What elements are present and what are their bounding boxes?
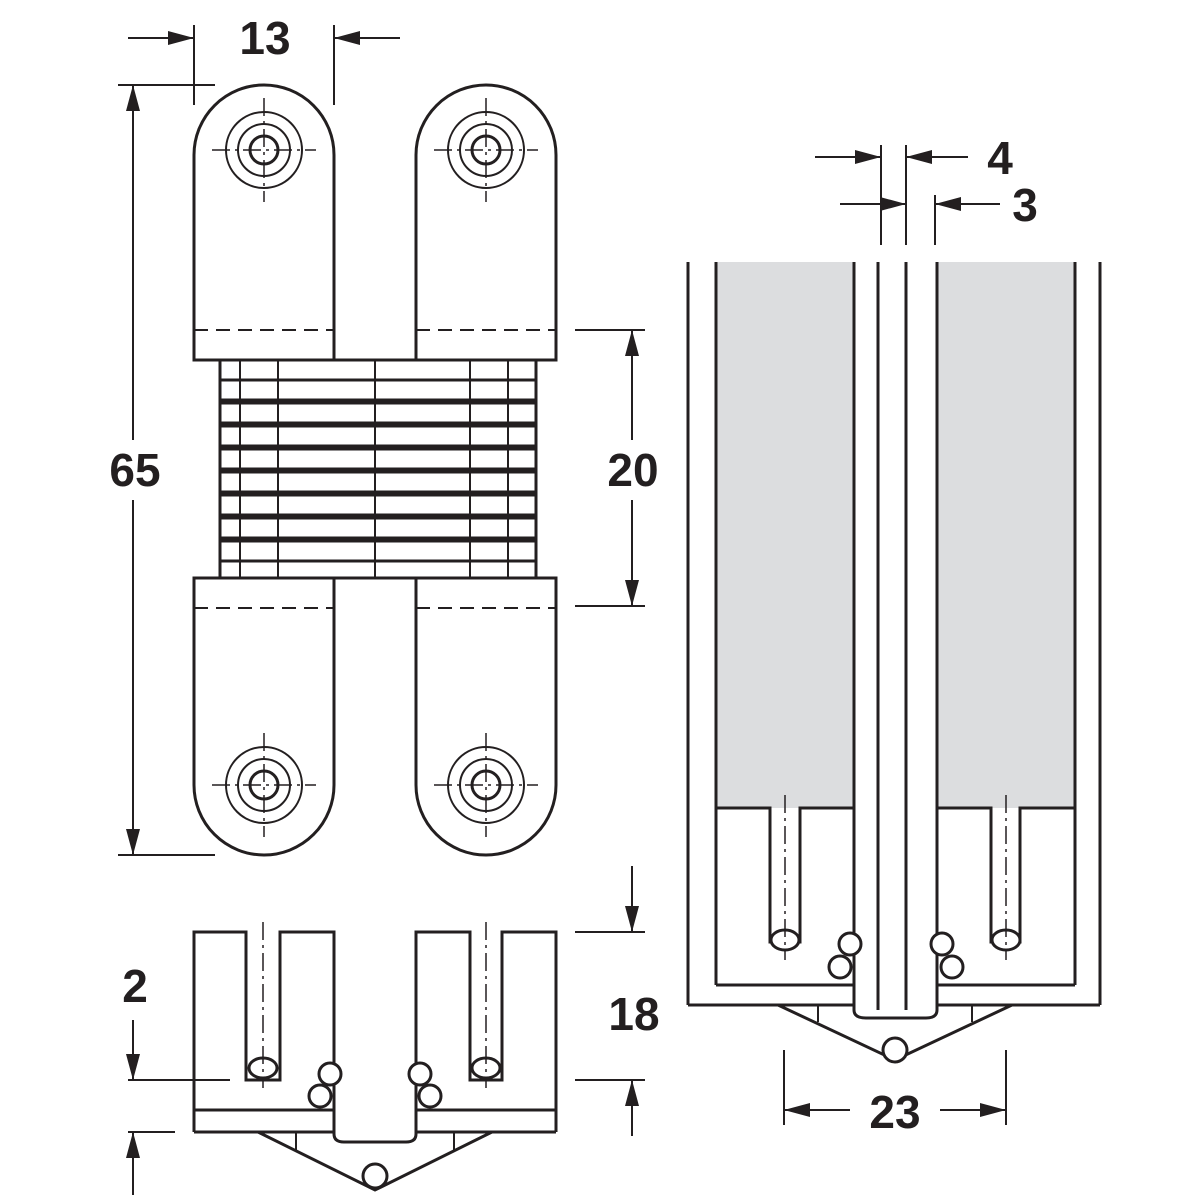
door-frame-section: 4 3 23 (686, 132, 1102, 1138)
hinge-front-view: 13 65 20 (109, 12, 659, 857)
dimension-18-label: 18 (608, 988, 659, 1040)
dimension-18: 18 (575, 866, 660, 1136)
dimension-2: 2 (122, 960, 230, 1195)
frame-panel-right (937, 262, 1075, 808)
dimension-4-label: 4 (987, 132, 1013, 184)
dimension-13-label: 13 (239, 12, 290, 64)
bottom-right-leaf (414, 576, 558, 857)
hinge-section-view: 2 18 (122, 866, 660, 1195)
dimension-3: 3 (840, 179, 1038, 245)
dimension-13: 13 (128, 12, 400, 105)
dimension-23: 23 (783, 1050, 1007, 1138)
top-right-leaf (414, 83, 558, 362)
dimension-65: 65 (109, 84, 215, 856)
dimension-20: 20 (575, 329, 659, 607)
frame-panel-left (716, 262, 854, 808)
dimension-65-label: 65 (109, 444, 160, 496)
dimension-3-label: 3 (1012, 179, 1038, 231)
dimension-2-label: 2 (122, 960, 148, 1012)
top-left-leaf (192, 83, 336, 362)
hinge-knuckle-stack (218, 358, 538, 580)
bottom-left-leaf (192, 576, 336, 857)
dimension-23-label: 23 (869, 1086, 920, 1138)
dimension-4: 4 (815, 132, 1013, 245)
dimension-20-label: 20 (607, 444, 658, 496)
